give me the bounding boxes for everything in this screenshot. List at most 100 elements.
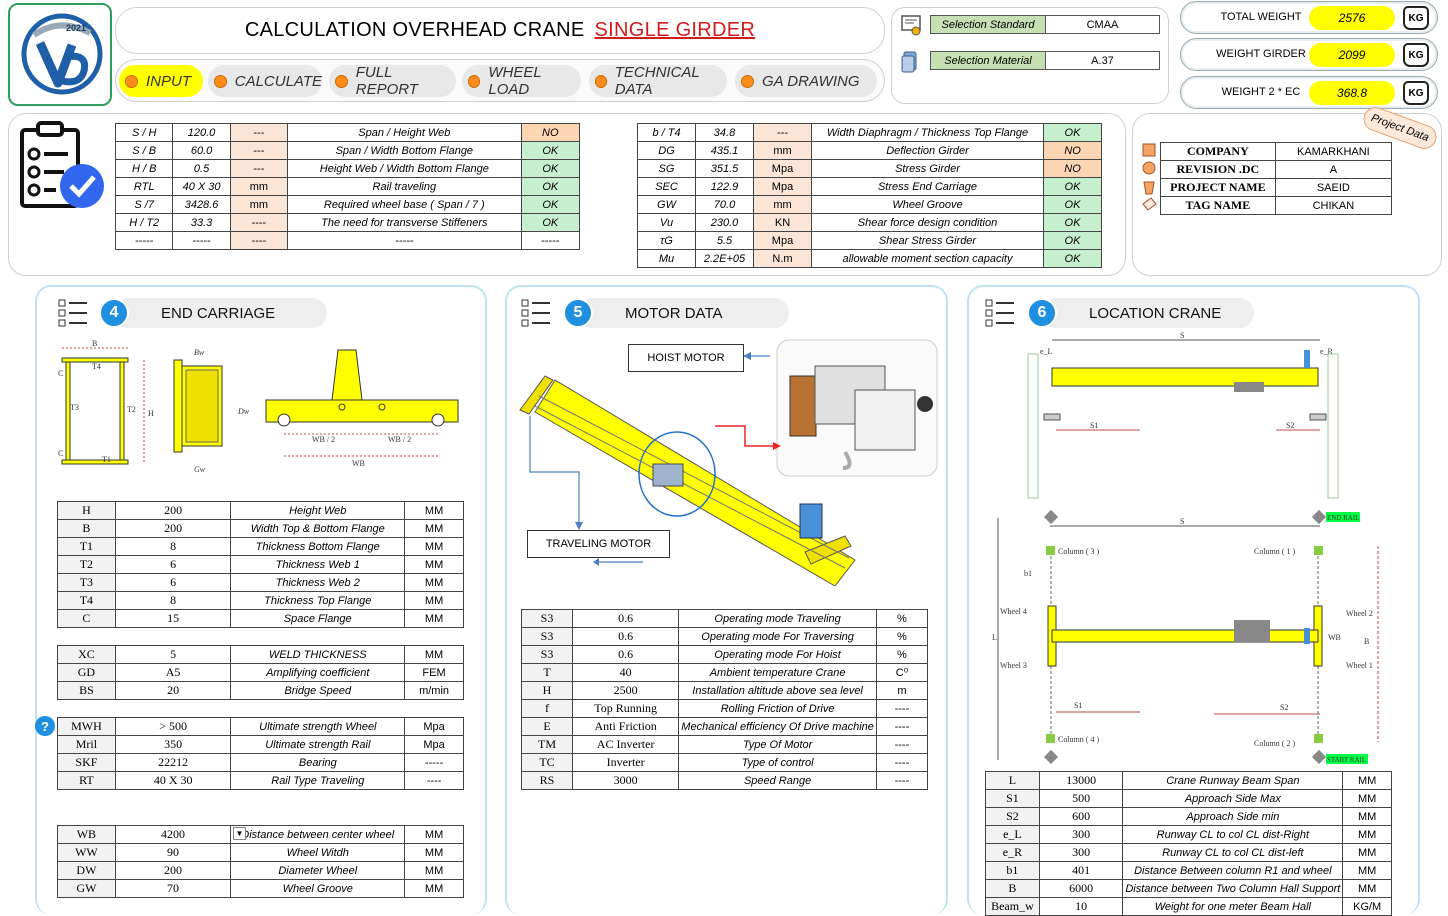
param-symbol: b1	[985, 861, 1040, 880]
check-status: OK	[520, 141, 581, 160]
help-icon[interactable]: ?	[35, 716, 55, 736]
param-value[interactable]: 2500	[571, 681, 680, 700]
param-symbol: TC	[521, 753, 573, 772]
param-description: Type of control	[678, 753, 877, 772]
param-value[interactable]: 401	[1038, 861, 1124, 880]
wb-dropdown-arrow-icon[interactable]: ▼	[233, 827, 246, 840]
project-field-value[interactable]: CHIKAN	[1274, 196, 1393, 215]
param-unit: FEM	[404, 663, 464, 682]
param-value[interactable]: 40	[571, 663, 680, 682]
param-value[interactable]: 0.6	[571, 609, 680, 628]
param-value[interactable]: 6	[114, 573, 232, 592]
check-unit: mm	[229, 195, 289, 214]
param-description: Thickness Top Flange	[230, 591, 406, 610]
check-unit: mm	[229, 177, 289, 196]
param-value[interactable]: 200	[114, 501, 232, 520]
param-value[interactable]: AC Inverter	[571, 735, 680, 754]
param-value[interactable]: 200	[114, 519, 232, 538]
param-description: Width Top & Bottom Flange	[230, 519, 406, 538]
param-value[interactable]: Anti Friction	[571, 717, 680, 736]
svg-text:Wheel 2: Wheel 2	[1346, 609, 1373, 618]
param-value[interactable]: 20	[114, 681, 232, 700]
section-title: LOCATION CRANE	[1089, 304, 1222, 322]
param-value[interactable]: Inverter	[571, 753, 680, 772]
project-field-value[interactable]: A	[1274, 160, 1393, 179]
param-description: Thickness Web 1	[230, 555, 406, 574]
param-value[interactable]: 22212	[114, 753, 232, 772]
param-value[interactable]: 13000	[1038, 771, 1124, 790]
nav-full-report-button[interactable]: FULL REPORT	[329, 64, 456, 98]
check-unit: ---	[229, 159, 289, 178]
param-value[interactable]: Top Running	[571, 699, 680, 718]
nav-calculate-button[interactable]: CALCULATE	[208, 65, 322, 97]
param-description: Ultimate strength Rail	[230, 735, 406, 754]
param-value[interactable]: 3000	[571, 771, 680, 790]
check-status: NO	[1043, 159, 1102, 178]
nav-input-button[interactable]: INPUT	[119, 65, 203, 97]
param-value[interactable]: 600	[1038, 807, 1124, 826]
check-unit: KN	[753, 213, 812, 232]
check-status: OK	[520, 177, 581, 196]
check-symbol: τG	[637, 231, 696, 250]
param-value[interactable]: 6	[114, 555, 232, 574]
param-value[interactable]: A5	[114, 663, 232, 682]
param-value[interactable]: 4200	[114, 825, 232, 844]
check-unit: Mpa	[753, 231, 812, 250]
selection-material-value[interactable]: A.37	[1091, 54, 1114, 67]
svg-text:Wheel 3: Wheel 3	[1000, 661, 1027, 670]
project-field-value[interactable]: SAEID	[1274, 178, 1393, 197]
param-unit: -----	[404, 753, 464, 772]
param-value[interactable]: 70	[114, 879, 232, 898]
param-unit: MM	[1342, 861, 1392, 880]
selection-standard-value[interactable]: CMAA	[1086, 18, 1119, 31]
param-symbol: S1	[985, 789, 1040, 808]
svg-text:S: S	[1180, 331, 1184, 340]
param-value[interactable]: 40 X 30	[114, 771, 232, 790]
param-value[interactable]: 200	[114, 861, 232, 880]
nav-ga-drawing-button[interactable]: GA DRAWING	[735, 65, 877, 97]
check-value: 34.8	[695, 123, 754, 142]
param-value[interactable]: 6000	[1038, 879, 1124, 898]
param-symbol: TM	[521, 735, 573, 754]
param-description: Wheel Groove	[230, 879, 406, 898]
svg-text:S: S	[1180, 517, 1184, 526]
param-value[interactable]: 0.6	[571, 627, 680, 646]
param-value[interactable]: 8	[114, 591, 232, 610]
total-weight-label: TOTAL WEIGHT	[1220, 11, 1302, 23]
param-value[interactable]: 5	[114, 645, 232, 664]
param-description: Speed Range	[678, 771, 877, 790]
param-value[interactable]: 500	[1038, 789, 1124, 808]
param-description: Crane Runway Beam Span	[1122, 771, 1344, 790]
param-value[interactable]: > 500	[114, 717, 232, 736]
param-value[interactable]: 90	[114, 843, 232, 862]
param-description: Approach Side min	[1122, 807, 1344, 826]
param-unit: MM	[404, 645, 464, 664]
param-value[interactable]: 15	[114, 609, 232, 628]
param-value[interactable]: 0.6	[571, 645, 680, 664]
param-symbol: B	[57, 519, 116, 538]
check-value: 2.2E+05	[695, 249, 754, 268]
idea-icon	[1143, 181, 1155, 195]
check-symbol: RTL	[114, 177, 174, 196]
param-description: Ultimate strength Wheel	[230, 717, 406, 736]
project-field-value[interactable]: KAMARKHANI	[1274, 142, 1393, 161]
param-unit: MM	[404, 555, 464, 574]
check-row: ------------------------	[114, 231, 581, 250]
project-field-label: TAG NAME	[1160, 196, 1276, 215]
nav-technical-data-button[interactable]: TECHNICAL DATA	[589, 64, 727, 98]
param-value[interactable]: 300	[1038, 843, 1124, 862]
check-value: 33.3	[172, 213, 231, 232]
check-symbol: S / B	[114, 141, 174, 160]
param-value[interactable]: 300	[1038, 825, 1124, 844]
param-value[interactable]: 350	[114, 735, 232, 754]
nav-wheel-load-button[interactable]: WHEEL LOAD	[462, 64, 581, 98]
param-value[interactable]: 10	[1038, 897, 1124, 916]
param-value[interactable]: 8	[114, 537, 232, 556]
